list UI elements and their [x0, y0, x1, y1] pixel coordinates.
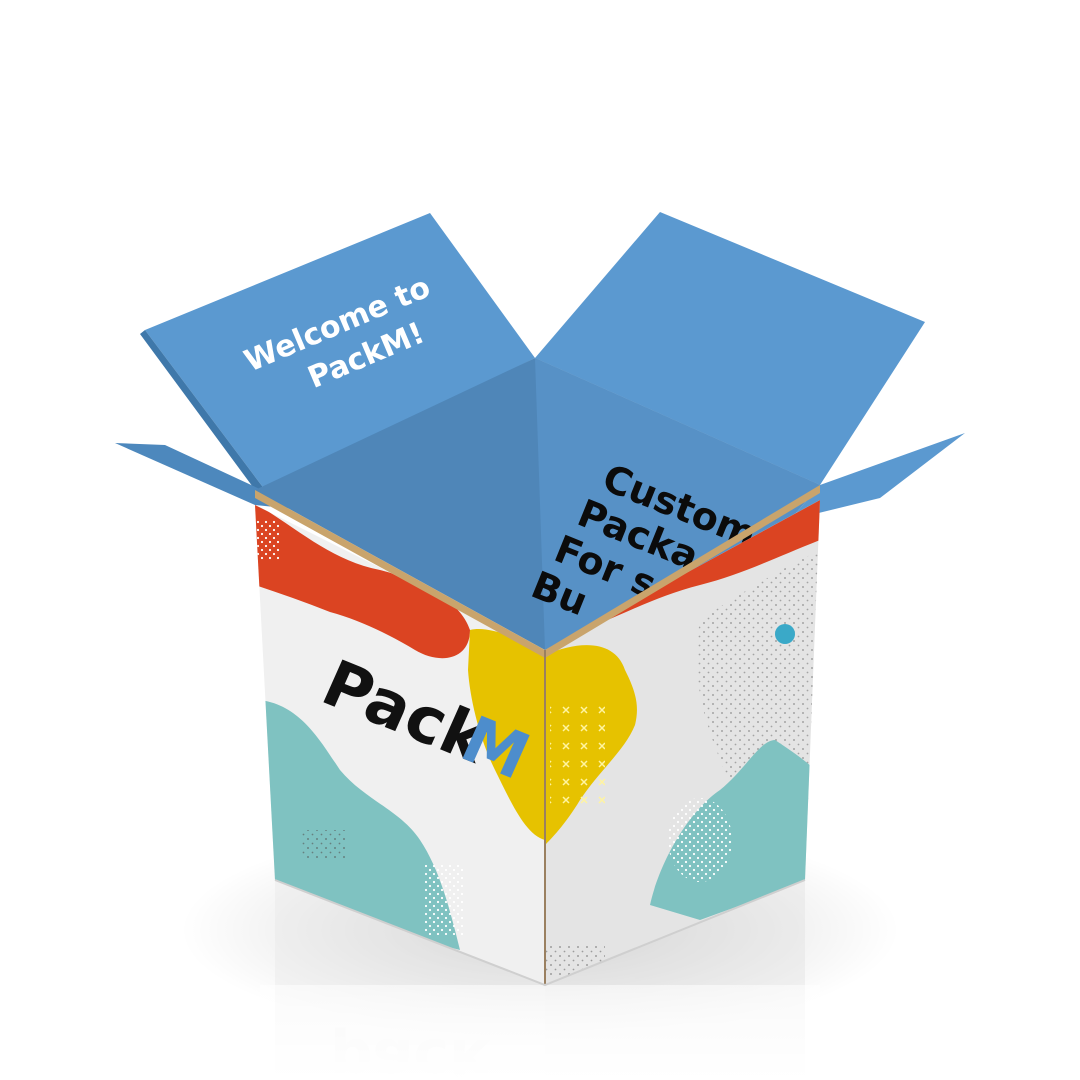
back-right-flap: [535, 212, 925, 485]
box-left-face: Pack M: [255, 505, 545, 985]
yellow-blob-left: [468, 629, 545, 840]
red-blob-left: [255, 505, 470, 659]
teal-blob-left: [260, 700, 460, 950]
box-interior-right-wall: [535, 358, 820, 650]
aqua-dot: [775, 624, 795, 644]
box-right-face: [545, 500, 820, 985]
front-left-flap-edge: [255, 490, 545, 658]
back-left-flap: [145, 213, 535, 490]
front-right-flap-edge: [545, 485, 820, 658]
right-side-flap: [790, 433, 965, 520]
